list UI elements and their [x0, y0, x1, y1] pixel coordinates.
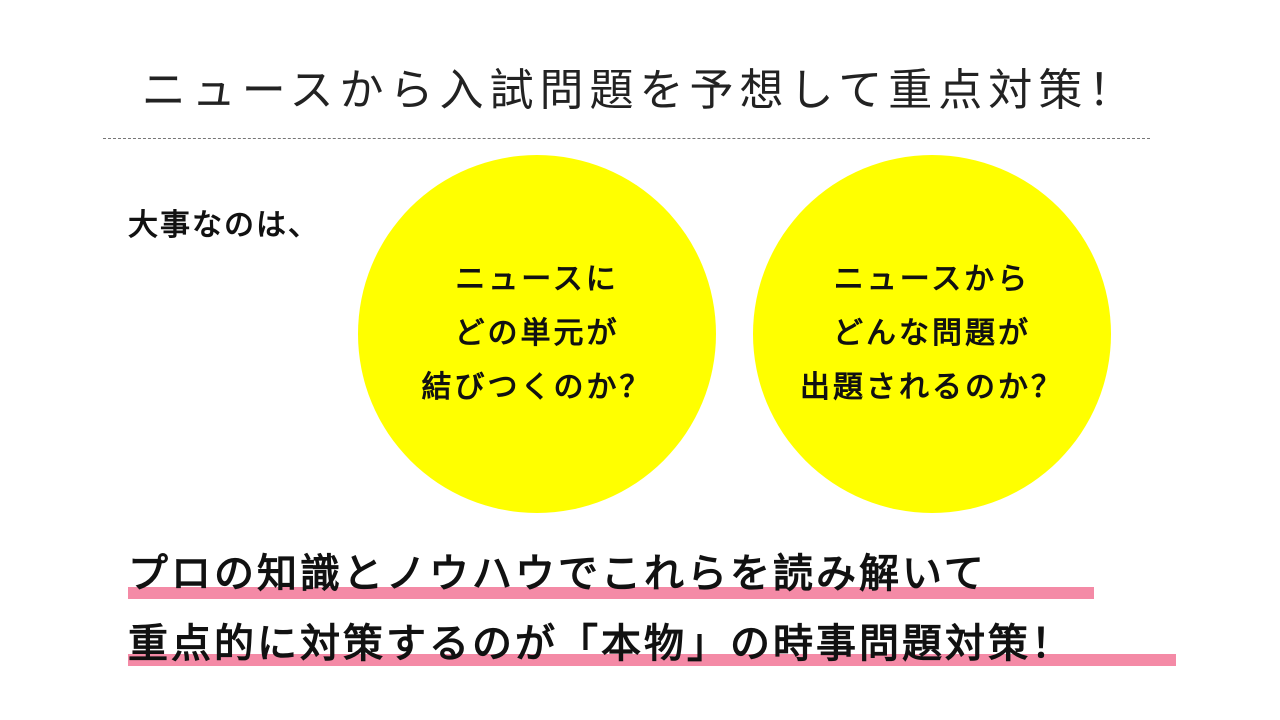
- closing-line-1-text: プロの知識とノウハウでこれらを読み解いて: [128, 551, 987, 597]
- page-title: ニュースから入試問題を予想して重点対策！: [141, 65, 1139, 116]
- circle-1-line-2: どの単元が: [454, 316, 620, 351]
- circle-2-line-2: どんな問題が: [833, 316, 1031, 351]
- circle-1-line-3: 結びつくのか？: [421, 370, 653, 405]
- circle-1-line-1: ニュースに: [455, 262, 619, 297]
- pink-underline-2: [128, 654, 1176, 666]
- yellow-circle-questions: ニュースから どんな問題が 出題されるのか？: [753, 155, 1111, 513]
- closing-line-1: プロの知識とノウハウでこれらを読み解いて: [128, 546, 987, 602]
- closing-line-2: 重点的に対策するのが「本物」の時事問題対策！: [128, 616, 1074, 672]
- closing-line-2-text: 重点的に対策するのが「本物」の時事問題対策！: [128, 621, 1074, 667]
- pink-underline-1: [128, 587, 1094, 599]
- lead-text: 大事なのは、: [128, 208, 320, 243]
- circle-2-line-1: ニュースから: [833, 262, 1031, 297]
- circle-2-line-3: 出題されるのか？: [800, 370, 1064, 405]
- dashed-divider: [103, 138, 1150, 139]
- yellow-circle-units: ニュースに どの単元が 結びつくのか？: [358, 155, 716, 513]
